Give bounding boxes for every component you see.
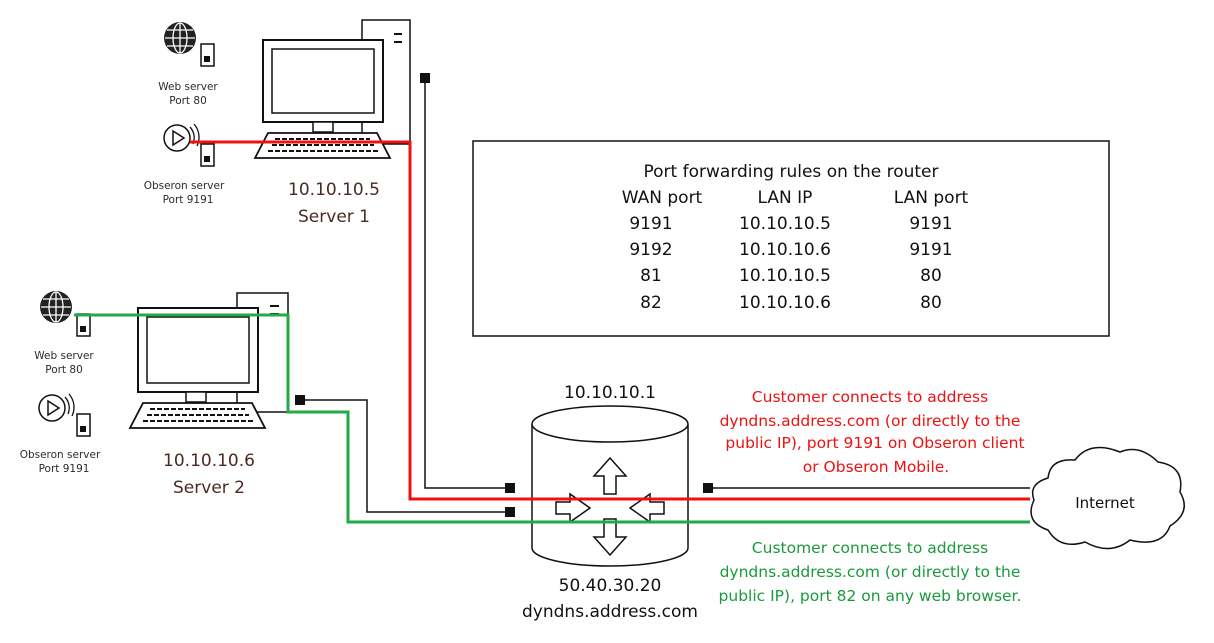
note-green-line: public IP), port 82 on any web browser. — [719, 587, 1022, 605]
router-lan-ip: 10.10.10.1 — [564, 383, 656, 403]
server2-play-icon — [38, 393, 75, 422]
rule-cell: 10.10.10.5 — [739, 266, 831, 286]
rule-cell: 9191 — [909, 214, 952, 234]
internet-label: Internet — [1075, 494, 1135, 512]
router-wan-ip: 50.40.30.20 — [559, 576, 662, 596]
server2-obs-phone-icon — [76, 413, 91, 437]
lan-cables — [300, 78, 1030, 513]
rule-cell: 9191 — [909, 240, 952, 260]
router-hostname: dyndns.address.com — [522, 602, 698, 622]
server1-obs-port: Port 9191 — [163, 194, 214, 206]
server1-ip: 10.10.10.5 — [288, 180, 380, 200]
server1-obs-phone-icon — [200, 143, 215, 167]
green-path — [74, 313, 1030, 524]
server2-web-port: Port 80 — [45, 364, 83, 376]
note-red-line: dyndns.address.com (or directly to the — [720, 412, 1021, 430]
rules-box — [472, 140, 1110, 337]
server1-globe-icon — [164, 22, 196, 54]
rule-cell: 80 — [920, 293, 942, 313]
note-green-line: dyndns.address.com (or directly to the — [720, 563, 1021, 581]
server2-ip: 10.10.10.6 — [163, 451, 255, 471]
note-red-line: public IP), port 9191 on Obseron client — [725, 434, 1024, 452]
rule-cell: 10.10.10.6 — [739, 293, 831, 313]
server1-play-icon — [163, 123, 200, 152]
server2-phone-icon — [76, 313, 91, 337]
rule-cell: 10.10.10.6 — [739, 240, 831, 260]
server1-web-label: Web server — [158, 81, 218, 93]
server1-web-port: Port 80 — [169, 95, 207, 107]
rule-cell: 10.10.10.5 — [739, 214, 831, 234]
server2-obs-port: Port 9191 — [39, 463, 90, 475]
rules-header-lanport: LAN port — [894, 188, 969, 208]
server2-web-label: Web server — [34, 350, 94, 362]
rule-cell: 80 — [920, 266, 942, 286]
rule-cell: 81 — [640, 266, 662, 286]
rule-cell: 9191 — [629, 214, 672, 234]
server2-globe-icon — [40, 291, 72, 323]
rule-cell: 82 — [640, 293, 662, 313]
rules-title: Port forwarding rules on the router — [644, 162, 939, 182]
server1-phone-icon — [200, 43, 215, 67]
note-green-line: Customer connects to address — [752, 539, 988, 557]
rules-header-wan: WAN port — [622, 188, 703, 208]
server1-obs-label: Obseron server — [144, 180, 225, 192]
rules-header-lanip: LAN IP — [758, 188, 813, 208]
note-red-line: or Obseron Mobile. — [803, 458, 949, 476]
cloud-icon — [1030, 446, 1185, 550]
server2-obs-label: Obseron server — [20, 449, 101, 461]
server2-computer-icon — [128, 292, 289, 429]
server1-computer-icon — [253, 19, 411, 159]
red-path — [190, 140, 1030, 501]
server2-name: Server 2 — [173, 478, 245, 498]
cable-connectors — [295, 73, 713, 517]
router-icon — [531, 405, 689, 567]
note-red-line: Customer connects to address — [752, 388, 988, 406]
server1-name: Server 1 — [298, 207, 370, 227]
rule-cell: 9192 — [629, 240, 672, 260]
